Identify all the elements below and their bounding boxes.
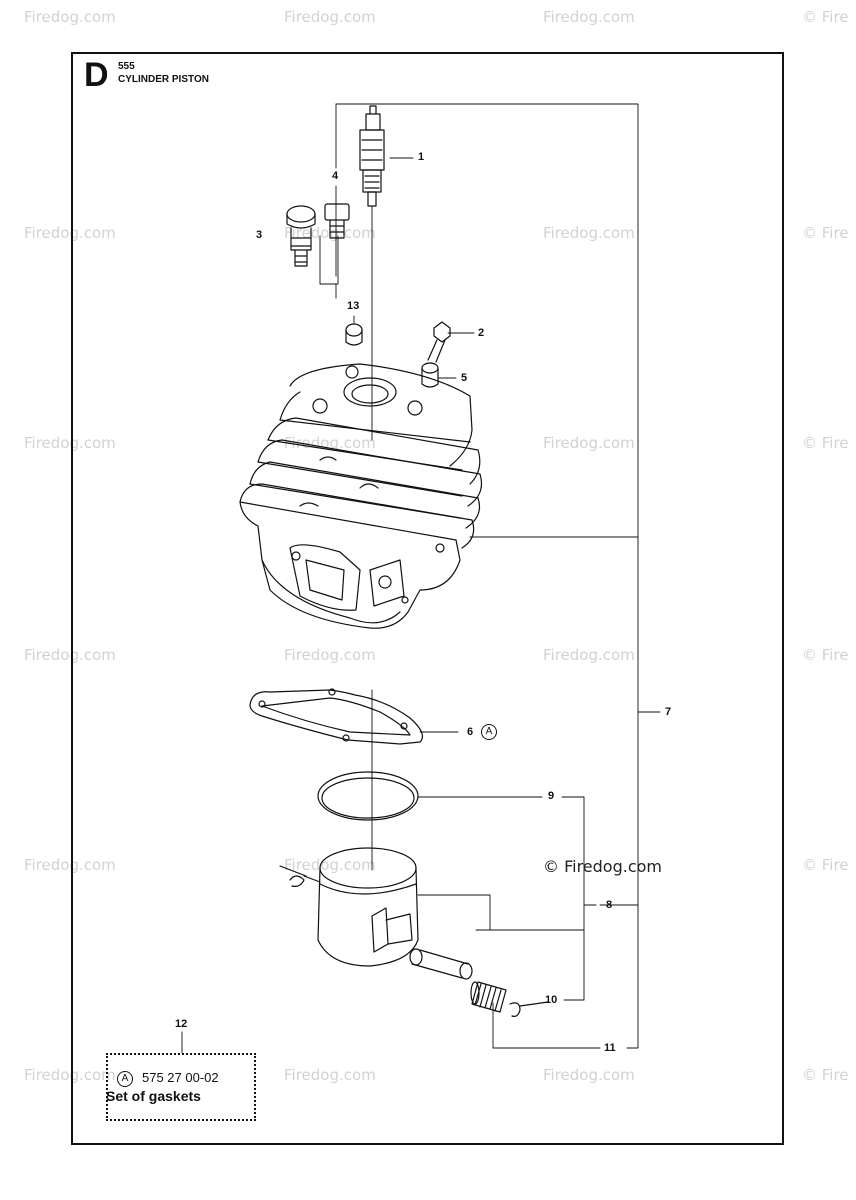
callout-13: 13: [347, 300, 360, 312]
bolt-drawing: [427, 321, 451, 363]
washer-drawing: [345, 323, 363, 346]
spark-plug-drawing: [359, 105, 385, 207]
piston-drawing: [279, 847, 419, 967]
callout-9: 9: [548, 790, 555, 802]
watermark: Firedog.com: [284, 646, 376, 664]
gasket-part-number: 575 27 00-02: [142, 1070, 219, 1085]
sleeve-drawing: [421, 362, 439, 388]
diagram-frame: [71, 52, 784, 1145]
watermark: Firedog.com: [543, 646, 635, 664]
gasket-set-note: A 575 27 00-02 Set of gaskets: [106, 1053, 256, 1121]
watermark: Firedog.com: [284, 1066, 376, 1084]
callout-12: 12: [175, 1018, 188, 1030]
watermark: Firedog.com: [284, 8, 376, 26]
callout-2: 2: [478, 327, 485, 339]
watermark: Firedog.com: [543, 8, 635, 26]
watermark: Firedog.com: [543, 434, 635, 452]
cylinder-gasket-drawing: [249, 688, 423, 745]
watermark: Firedog.com: [284, 434, 376, 452]
page-title: CYLINDER PISTON: [118, 74, 209, 85]
watermark: Firedog.com: [24, 856, 116, 874]
watermark: © Fire: [802, 1066, 849, 1084]
piston-ring-drawing: [317, 771, 419, 821]
callout-4: 4: [332, 170, 339, 182]
watermark: Firedog.com: [24, 646, 116, 664]
gasket-set-marker: A: [481, 724, 497, 740]
piston-pin-drawing: [409, 948, 473, 980]
model-number: 555: [118, 61, 135, 72]
callout-1: 1: [418, 151, 425, 163]
watermark: © Fire: [802, 224, 849, 242]
watermark: Firedog.com: [543, 1066, 635, 1084]
watermark: © Fire: [802, 434, 849, 452]
watermark: Firedog.com: [24, 1066, 116, 1084]
cylinder-drawing: [239, 363, 483, 629]
callout-3: 3: [256, 229, 263, 241]
decompression-valve-drawing: [324, 203, 350, 239]
gasket-description: Set of gaskets: [106, 1088, 201, 1104]
watermark: Firedog.com: [284, 856, 376, 874]
callout-6: 6: [467, 726, 474, 738]
watermark: © Fire: [802, 646, 849, 664]
watermark: © Fire: [802, 856, 849, 874]
valve-drawing: [286, 205, 316, 267]
center-copyright: © Firedog.com: [543, 857, 662, 876]
section-letter: D: [84, 56, 109, 94]
watermark: Firedog.com: [24, 434, 116, 452]
watermark: Firedog.com: [543, 224, 635, 242]
gasket-note-marker: A: [117, 1071, 133, 1087]
watermark: Firedog.com: [24, 8, 116, 26]
watermark: © Fire: [802, 8, 849, 26]
watermark: Firedog.com: [24, 224, 116, 242]
leader-lines: [181, 103, 661, 1054]
callout-5: 5: [461, 372, 468, 384]
callout-11: 11: [604, 1042, 616, 1054]
callout-7: 7: [665, 706, 672, 718]
needle-bearing-drawing: [470, 981, 549, 1017]
callout-8: 8: [606, 899, 613, 911]
callout-10: 10: [545, 994, 558, 1006]
